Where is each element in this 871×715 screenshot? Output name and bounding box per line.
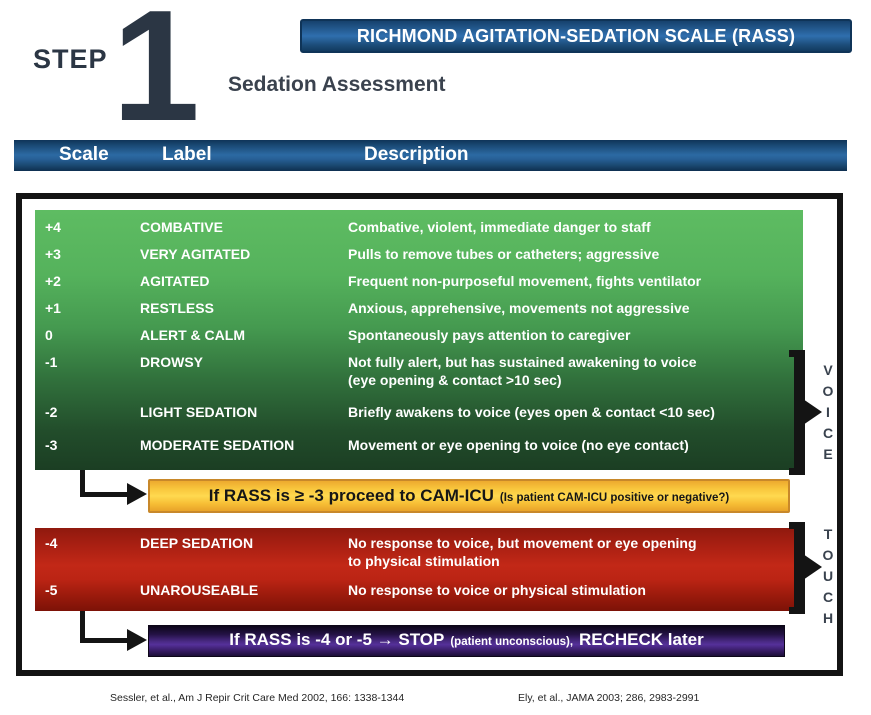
- elbow-arrow-vertical: [80, 470, 85, 497]
- stop-recheck-banner: If RASS is -4 or -5 → STOP (patient unco…: [148, 625, 785, 657]
- column-header-label: Label: [162, 144, 212, 165]
- column-header-bar: Scale Label Description: [14, 140, 847, 171]
- green-scale-table: +4 COMBATIVE Combative, violent, immedia…: [35, 210, 803, 470]
- citation-ely: Ely, et al., JAMA 2003; 286, 2983-2991: [518, 692, 700, 704]
- table-row: 0 ALERT & CALM Spontaneously pays attent…: [35, 326, 803, 353]
- cam-icu-banner-sub: (Is patient CAM-ICU positive or negative…: [499, 492, 730, 504]
- rass-title: RICHMOND AGITATION-SEDATION SCALE (RASS): [356, 25, 796, 46]
- red-scale-table: -4 DEEP SEDATION No response to voice, b…: [35, 528, 803, 611]
- description-value: No response to voice, but movement or ey…: [348, 535, 697, 569]
- label-value: LIGHT SEDATION: [140, 404, 258, 420]
- elbow-arrow-horizontal: [80, 638, 128, 643]
- description-value: Not fully alert, but has sustained awake…: [348, 354, 697, 388]
- cam-icu-banner: If RASS is ≥ -3 proceed to CAM-ICU (Is p…: [148, 479, 790, 513]
- table-row: +4 COMBATIVE Combative, violent, immedia…: [35, 218, 803, 245]
- citation-sessler: Sessler, et al., Am J Repir Crit Care Me…: [110, 692, 405, 704]
- stop-banner-tail: RECHECK later: [579, 630, 704, 649]
- voice-label: VOICE: [820, 362, 836, 467]
- table-row: +1 RESTLESS Anxious, apprehensive, movem…: [35, 299, 803, 326]
- elbow-arrowhead-icon: [127, 629, 147, 651]
- scale-value: +2: [45, 273, 61, 289]
- column-header-scale: Scale: [59, 144, 109, 165]
- voice-bracket: [789, 350, 805, 475]
- description-value: Briefly awakens to voice (eyes open & co…: [348, 404, 715, 420]
- label-value: AGITATED: [140, 273, 210, 289]
- label-value: DEEP SEDATION: [140, 535, 254, 551]
- scale-value: -2: [45, 404, 58, 420]
- step-number: 1: [112, 0, 200, 154]
- label-value: MODERATE SEDATION: [140, 437, 295, 453]
- label-value: UNAROUSEABLE: [140, 582, 259, 598]
- description-value: Anxious, apprehensive, movements not agg…: [348, 300, 690, 316]
- scale-value: +4: [45, 219, 61, 235]
- table-row: +3 VERY AGITATED Pulls to remove tubes o…: [35, 245, 803, 272]
- table-row: +2 AGITATED Frequent non-purposeful move…: [35, 272, 803, 299]
- label-value: RESTLESS: [140, 300, 214, 316]
- touch-bracket: [789, 522, 805, 614]
- touch-bracket-arrow-icon: [803, 554, 822, 580]
- touch-label: TOUCH: [820, 526, 836, 631]
- table-row: -4 DEEP SEDATION No response to voice, b…: [35, 534, 803, 581]
- label-value: DROWSY: [140, 354, 203, 370]
- voice-bracket-arrow-icon: [803, 399, 822, 425]
- table-row: -2 LIGHT SEDATION Briefly awakens to voi…: [35, 403, 803, 436]
- table-row: -1 DROWSY Not fully alert, but has susta…: [35, 353, 803, 403]
- table-row: -3 MODERATE SEDATION Movement or eye ope…: [35, 436, 803, 469]
- scale-value: +3: [45, 246, 61, 262]
- scale-value: 0: [45, 327, 53, 343]
- scale-value: -5: [45, 582, 58, 598]
- table-row: -5 UNAROUSEABLE No response to voice or …: [35, 581, 803, 609]
- label-value: COMBATIVE: [140, 219, 223, 235]
- scale-value: +1: [45, 300, 61, 316]
- elbow-arrowhead-icon: [127, 483, 147, 505]
- label-value: VERY AGITATED: [140, 246, 251, 262]
- description-value: No response to voice or physical stimula…: [348, 582, 646, 598]
- stop-banner-sub: (patient unconscious),: [450, 636, 574, 648]
- page-subtitle: Sedation Assessment: [228, 73, 446, 96]
- elbow-arrow-horizontal: [80, 492, 128, 497]
- step-label: STEP: [33, 44, 108, 74]
- description-value: Movement or eye opening to voice (no eye…: [348, 437, 689, 453]
- label-value: ALERT & CALM: [140, 327, 245, 343]
- scale-value: -4: [45, 535, 58, 551]
- description-value: Pulls to remove tubes or catheters; aggr…: [348, 246, 660, 262]
- elbow-arrow-vertical: [80, 611, 85, 643]
- description-value: Spontaneously pays attention to caregive…: [348, 327, 631, 343]
- cam-icu-banner-main: If RASS is ≥ -3 proceed to CAM-ICU: [208, 486, 494, 505]
- rass-title-banner: RICHMOND AGITATION-SEDATION SCALE (RASS): [300, 19, 852, 53]
- description-value: Frequent non-purposeful movement, fights…: [348, 273, 702, 289]
- stop-banner-main: If RASS is -4 or -5 → STOP: [229, 630, 445, 649]
- scale-value: -3: [45, 437, 58, 453]
- scale-value: -1: [45, 354, 58, 370]
- description-value: Combative, violent, immediate danger to …: [348, 219, 651, 235]
- column-header-description: Description: [364, 144, 469, 165]
